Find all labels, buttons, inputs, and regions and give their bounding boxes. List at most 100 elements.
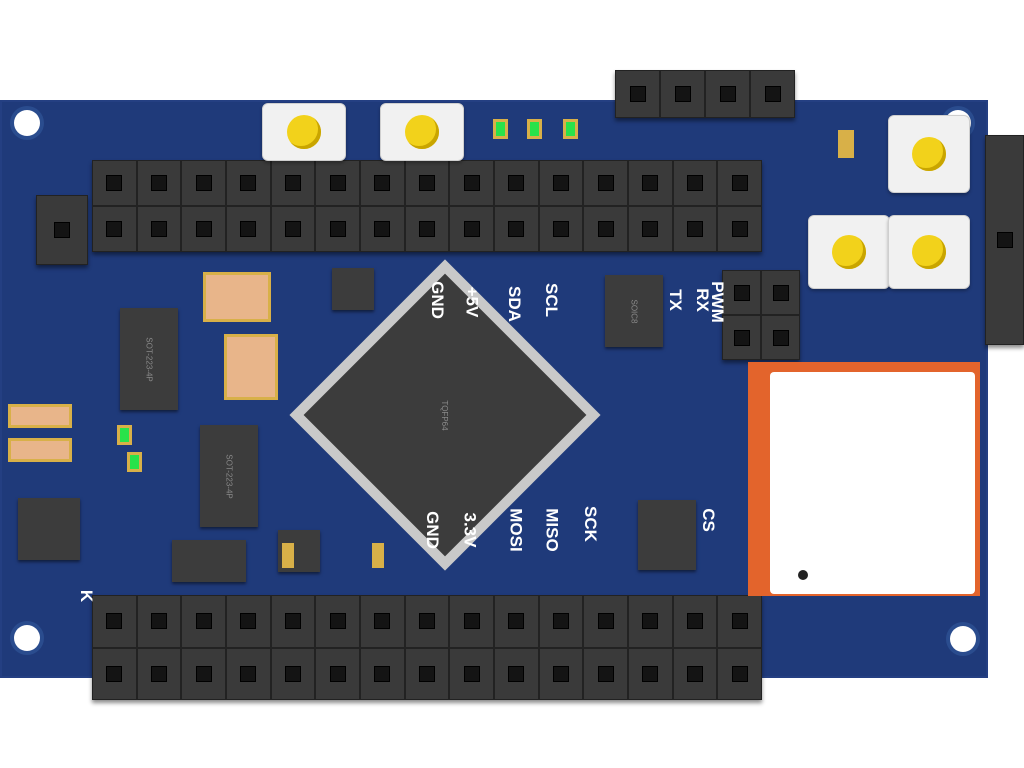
header-bottom-main <box>92 595 762 700</box>
header-pin <box>360 160 405 206</box>
label-miso: MISO <box>542 508 562 552</box>
header-pin <box>628 206 673 252</box>
header-pin <box>628 160 673 206</box>
push-button[interactable] <box>888 115 970 193</box>
push-button[interactable] <box>262 103 346 161</box>
header-pin <box>672 160 718 206</box>
mount-hole-bottom-left <box>14 625 40 651</box>
header-pin <box>315 595 360 648</box>
header-pin <box>449 595 494 648</box>
capacitor <box>8 404 72 428</box>
header-pin <box>181 595 226 648</box>
header-pin <box>226 595 271 648</box>
header-pin <box>672 206 718 252</box>
header-pin <box>717 595 762 648</box>
header-pin <box>449 647 494 700</box>
header-top-main <box>92 160 762 252</box>
label-sda: SDA <box>504 286 524 322</box>
module-dot <box>798 570 808 580</box>
regulator-chip: SOT-223-4P <box>200 425 258 527</box>
capacitor <box>203 272 271 322</box>
header-pin <box>92 206 137 252</box>
header-pin <box>660 70 705 118</box>
header-pin <box>181 160 226 206</box>
header-left-side <box>36 195 88 265</box>
header-pin <box>136 647 182 700</box>
mount-hole-top-left <box>14 110 40 136</box>
header-pin <box>270 647 316 700</box>
soic-package-label: SOIC8 <box>629 298 639 324</box>
push-button[interactable] <box>888 215 970 289</box>
label-scl: SCL <box>542 283 561 317</box>
header-top-small <box>615 70 795 118</box>
label-3v3: 3.3V <box>460 512 480 548</box>
soic-chip-small <box>638 500 696 570</box>
push-button[interactable] <box>380 103 464 161</box>
header-pin <box>672 595 718 648</box>
header-pin <box>226 647 271 700</box>
header-pin <box>226 206 271 252</box>
sot-chip <box>332 268 374 310</box>
solder-pad <box>372 543 384 568</box>
header-pin <box>538 595 584 648</box>
header-pin <box>750 70 795 118</box>
header-pin <box>92 595 137 648</box>
header-pin <box>136 595 182 648</box>
header-pin <box>404 206 450 252</box>
header-pin <box>538 647 584 700</box>
regulator-chip: SOT-223-4P <box>120 308 178 410</box>
qfn-chip <box>18 498 80 560</box>
label-sck: SCK <box>580 506 600 542</box>
header-pin <box>136 206 182 252</box>
header-pin <box>315 647 360 700</box>
usb-connector <box>985 135 1024 345</box>
header-pin <box>404 160 450 206</box>
header-pin <box>494 206 539 252</box>
header-pin <box>583 647 628 700</box>
label-tx: TX <box>665 289 685 311</box>
status-led <box>120 428 129 442</box>
soic-chip: SOIC8 <box>605 275 663 347</box>
header-pin <box>404 595 450 648</box>
header-pin <box>615 70 660 118</box>
mount-hole-bottom-right <box>950 626 976 652</box>
header-pin <box>628 647 673 700</box>
header-pin <box>538 160 584 206</box>
header-pin <box>360 206 405 252</box>
header-pin <box>36 195 88 265</box>
header-pin <box>722 315 761 360</box>
regulator-label: SOT-223-4P <box>224 453 234 499</box>
header-pin <box>583 206 628 252</box>
header-pin <box>404 647 450 700</box>
header-pin <box>672 647 718 700</box>
header-pin <box>583 595 628 648</box>
header-pin <box>761 315 800 360</box>
header-pin <box>985 135 1024 345</box>
status-led <box>496 122 505 136</box>
label-gnd-bottom: GND <box>422 511 442 549</box>
header-pin <box>360 595 405 648</box>
header-pin <box>761 270 800 315</box>
label-pwm: PWM <box>707 281 727 323</box>
status-led <box>530 122 539 136</box>
status-led <box>130 455 139 469</box>
header-pin <box>360 647 405 700</box>
diode-chip <box>172 540 246 582</box>
header-pin <box>92 647 137 700</box>
header-pin <box>181 647 226 700</box>
header-pin <box>494 160 539 206</box>
push-button[interactable] <box>808 215 890 289</box>
solder-pad <box>282 543 294 568</box>
label-k: K <box>77 589 97 603</box>
label-gnd-top: GND <box>427 281 447 319</box>
capacitor <box>8 438 72 462</box>
header-pin <box>628 595 673 648</box>
mcu-package-label: TQFP64 <box>440 399 450 431</box>
header-pin <box>494 647 539 700</box>
header-pin <box>705 70 750 118</box>
header-pin <box>538 206 584 252</box>
capacitor <box>224 334 278 400</box>
label-5v: +5V <box>462 286 482 318</box>
header-pwm <box>722 270 800 360</box>
header-pin <box>315 160 360 206</box>
